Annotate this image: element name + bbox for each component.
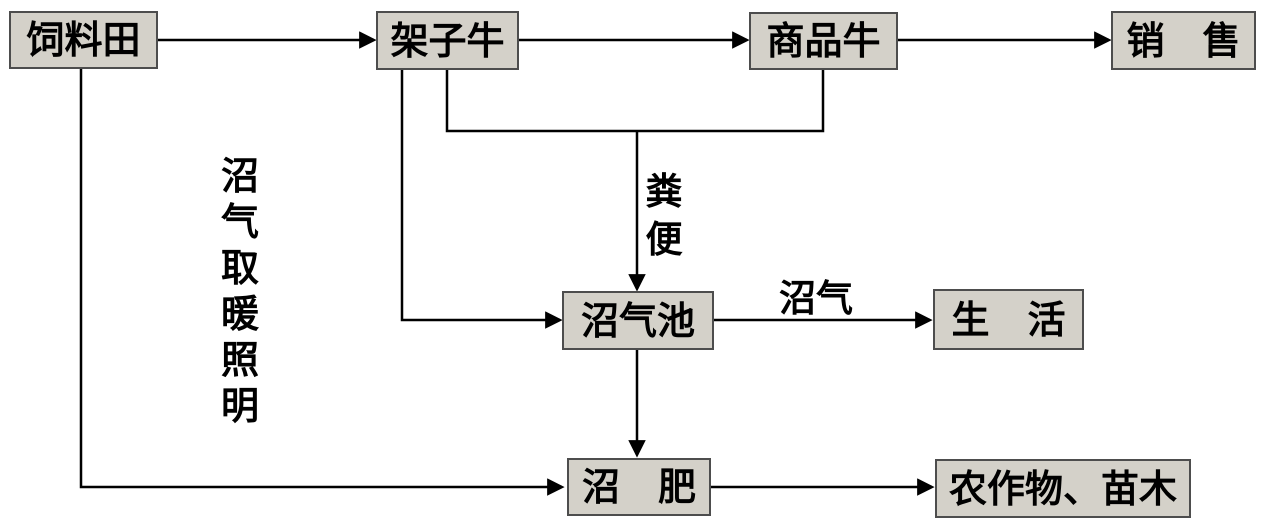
- node-daily-life: 生 活: [933, 289, 1084, 350]
- node-sales-box: [1111, 11, 1256, 70]
- manure-label-char-2: 便: [646, 218, 684, 261]
- arrow-feeder-cattle-to-biogas-digester: [400, 69, 563, 329]
- side-note-char-3: 取: [221, 246, 259, 290]
- side-note-char-5: 照: [221, 338, 259, 382]
- biogas-edge-label: 沼气: [779, 277, 853, 320]
- node-biogas-fertilizer-box: [567, 458, 711, 516]
- node-crops-seedlings-label: 农作物、苗木: [949, 467, 1177, 511]
- side-note-char-1: 沼: [221, 154, 259, 198]
- node-crops-seedlings-box: [935, 459, 1191, 518]
- node-commodity-cattle-box: [749, 12, 898, 70]
- node-biogas-fertilizer: 沼 肥: [567, 458, 711, 516]
- side-note-char-6: 明: [221, 384, 259, 428]
- node-daily-life-label: 生 活: [951, 298, 1065, 342]
- edge-labels: 粪 便 沼气: [646, 170, 854, 320]
- side-note-biogas-heating-lighting: 沼 气 取 暖 照 明: [221, 154, 260, 428]
- connector-cattle-manure-bracket: [445, 69, 825, 133]
- node-feeder-cattle: 架子牛: [376, 11, 519, 70]
- node-feed-field-box: [9, 11, 158, 69]
- side-note-char-4: 暖: [221, 292, 260, 336]
- node-biogas-digester: 沼气池: [562, 291, 714, 350]
- node-sales-label: 销 售: [1126, 19, 1240, 63]
- node-feeder-cattle-label: 架子牛: [390, 19, 504, 63]
- node-commodity-cattle-label: 商品牛: [766, 19, 880, 63]
- side-note-char-2: 气: [221, 200, 259, 244]
- node-daily-life-box: [933, 289, 1084, 350]
- node-commodity-cattle: 商品牛: [749, 12, 898, 70]
- node-feed-field-label: 饲料田: [26, 18, 140, 62]
- edges: [79, 31, 1112, 496]
- manure-label-char-1: 粪: [646, 170, 683, 213]
- node-crops-seedlings: 农作物、苗木: [935, 459, 1191, 518]
- node-feeder-cattle-box: [376, 11, 519, 70]
- arrow-feed-field-to-biogas-fertilizer: [79, 68, 565, 496]
- node-biogas-fertilizer-label: 沼 肥: [582, 465, 696, 509]
- node-biogas-digester-box: [562, 291, 714, 350]
- node-sales: 销 售: [1111, 11, 1256, 70]
- nodes: 饲料田 架子牛 商品牛 销 售 沼气池 生 活: [9, 11, 1256, 518]
- node-feed-field: 饲料田: [9, 11, 158, 69]
- node-biogas-digester-label: 沼气池: [581, 299, 695, 343]
